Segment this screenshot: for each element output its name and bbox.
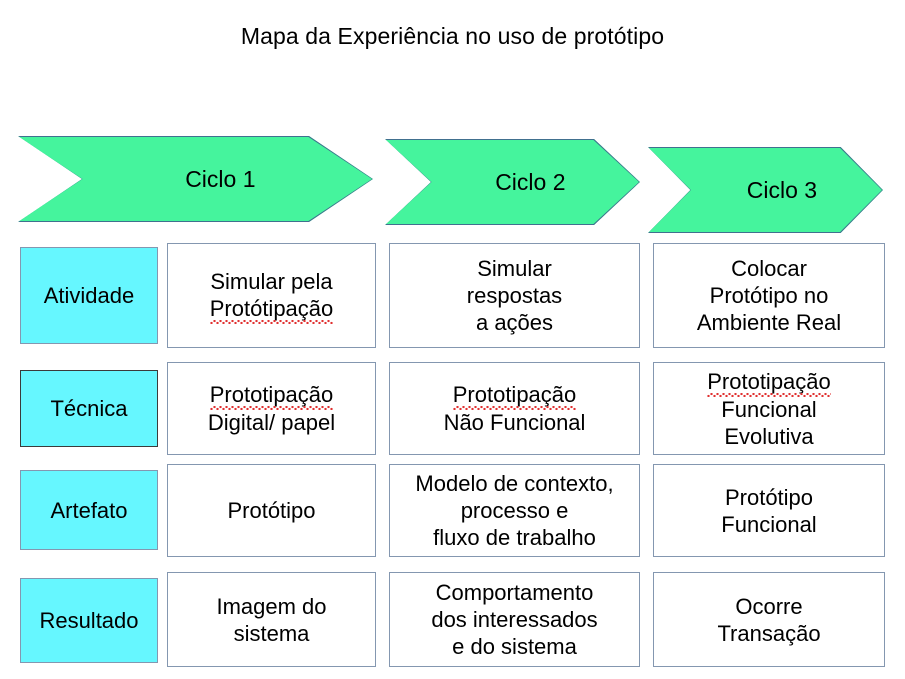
cell-line: Protótipo no [709,283,829,308]
phase-arrow-2[interactable]: Ciclo 2 [385,139,640,225]
cell-line: Simular pela [210,269,333,294]
cell-line: fluxo de trabalho [433,525,596,550]
cell-line: Ambiente Real [696,310,842,335]
phase-arrow-3[interactable]: Ciclo 3 [648,147,883,233]
cell-line: e do sistema [452,634,577,659]
cell-line: Funcional [721,511,817,537]
spellcheck-underline: Prototipação [707,368,831,397]
row-label-resultado[interactable]: Resultado [20,578,158,663]
cell-line: Prototipação [452,381,577,410]
cell-line: Imagem do [216,593,327,619]
cell-line: Transação [717,620,821,646]
cell-line: Evolutiva [724,423,814,449]
cell-line: Protótipação [209,295,334,324]
cell-line: Colocar [731,256,807,281]
cell-line: Ocorre [735,593,803,619]
cell-line: Modelo de contexto, [415,471,614,496]
cell-line: Funcional [721,396,817,422]
table-cell[interactable]: Protótipo [167,464,376,557]
cell-line: Protótipo [227,498,316,523]
row-label-técnica[interactable]: Técnica [20,370,158,447]
cell-line: respostas [466,283,563,308]
phase-arrow-1[interactable]: Ciclo 1 [18,136,373,222]
cell-line: Prototipação [209,381,334,410]
page-title: Mapa da Experiência no uso de protótipo [240,23,665,49]
row-label-artefato[interactable]: Artefato [20,470,158,550]
phase-arrow-label: Ciclo 1 [185,166,256,192]
cell-line: processo e [460,498,569,523]
cell-line: dos interessados [431,607,598,632]
cell-line: a ações [475,310,554,335]
cell-line: Simular [477,256,552,281]
cell-line: Protótipo [724,484,814,510]
spellcheck-underline: Prototipação [452,382,577,410]
row-label-text: Técnica [50,396,128,421]
cell-line: Digital/ papel [207,410,336,435]
row-label-text: Atividade [43,283,135,308]
phase-arrow-label: Ciclo 2 [495,169,566,195]
row-label-text: Artefato [50,497,128,523]
row-label-text: Resultado [39,608,139,633]
phase-arrow-label: Ciclo 3 [746,177,818,203]
spellcheck-underline: Prototipação [209,382,334,410]
spellcheck-underline: Protótipação [209,296,334,324]
cell-line: Comportamento [435,580,594,605]
cell-line: Não Funcional [443,410,586,435]
cell-line: Prototipação [707,368,831,397]
cell-line: sistema [233,620,310,646]
row-label-atividade[interactable]: Atividade [20,247,158,344]
